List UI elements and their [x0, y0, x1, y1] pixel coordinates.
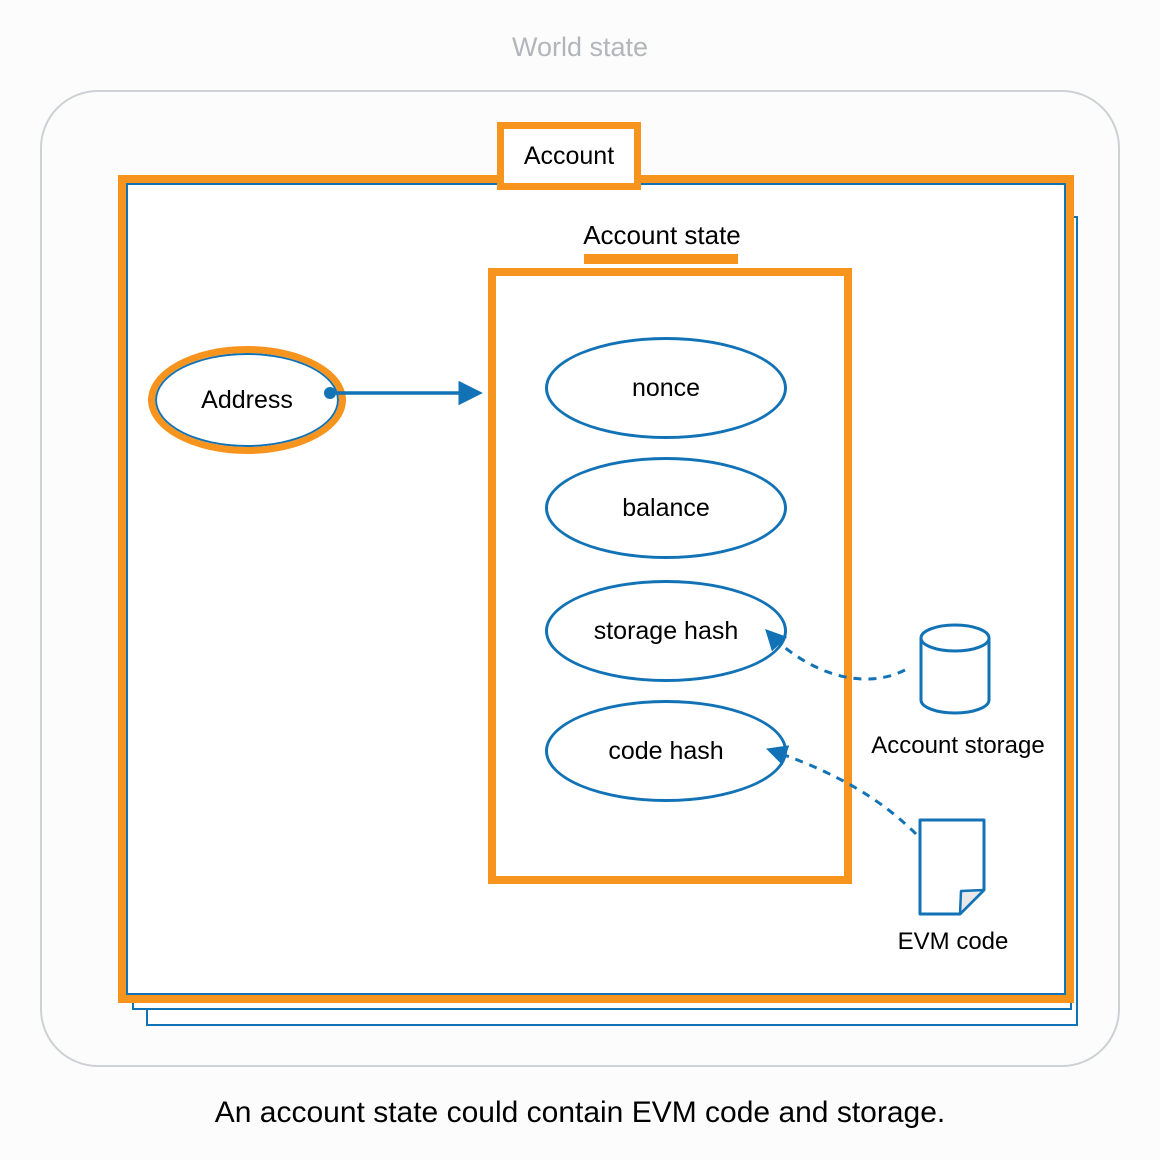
nonce-ellipse: nonce	[545, 337, 787, 439]
account-storage-label: Account storage	[871, 732, 1045, 759]
world-state-box	[40, 90, 1120, 1067]
diagram-caption: An account state could contain EVM code …	[214, 1096, 946, 1129]
account-state-underline	[584, 254, 738, 264]
code-hash-ellipse: code hash	[545, 700, 787, 802]
storage-hash-ellipse: storage hash	[545, 580, 787, 682]
address-ellipse: Address	[148, 346, 346, 454]
account-state-title: Account state	[583, 220, 741, 250]
evm-code-label: EVM code	[897, 928, 1009, 955]
account-label: Account	[497, 122, 641, 190]
balance-ellipse: balance	[545, 457, 787, 559]
world-state-title: World state	[511, 32, 649, 62]
